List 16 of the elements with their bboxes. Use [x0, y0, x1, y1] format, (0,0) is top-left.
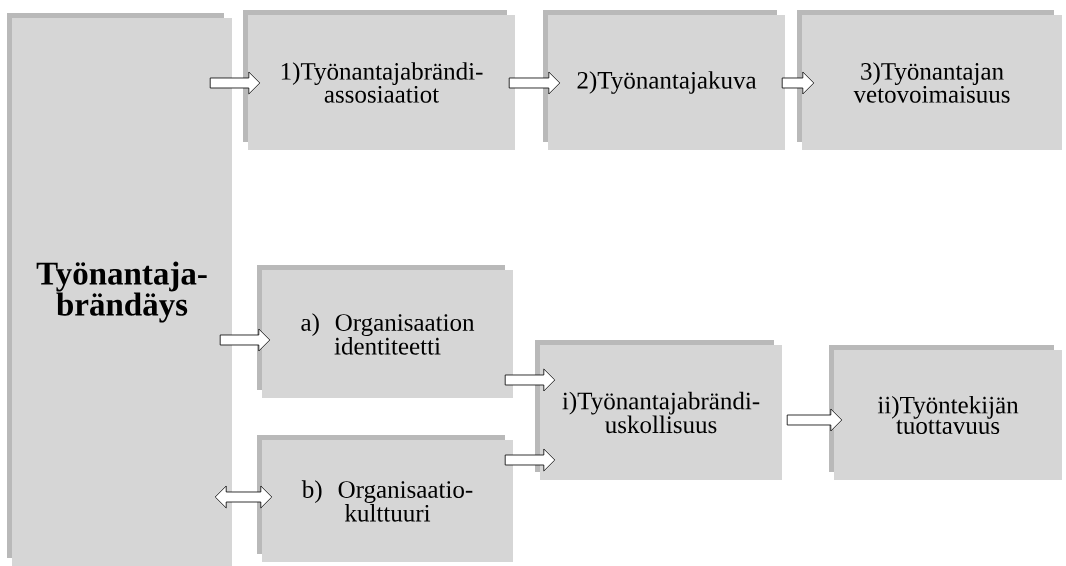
process-box: 2)Työnantajakuva — [543, 10, 785, 150]
block-arrow — [504, 368, 556, 392]
block-arrow — [209, 71, 261, 95]
process-box: ii)Työntekijän tuottavuus — [829, 345, 1062, 480]
block-arrow — [219, 328, 271, 352]
block-arrow — [508, 71, 561, 95]
process-box: b) Organisaatio-kulttuuri — [257, 435, 513, 562]
process-box: 1)Työnantajabrändi-assosiaatiot — [243, 10, 515, 150]
process-box: a) Organisaation identiteetti — [257, 265, 513, 398]
process-box: i)Työnantajabrändi-uskollisuus — [535, 340, 782, 480]
block-arrow — [781, 71, 815, 95]
block-arrow — [214, 485, 273, 509]
block-arrow — [504, 448, 556, 472]
process-box: Työnantaja-brändäys — [7, 13, 232, 566]
process-box: 3)Työnantajan vetovoimaisuus — [797, 10, 1062, 150]
block-arrow — [786, 408, 843, 432]
